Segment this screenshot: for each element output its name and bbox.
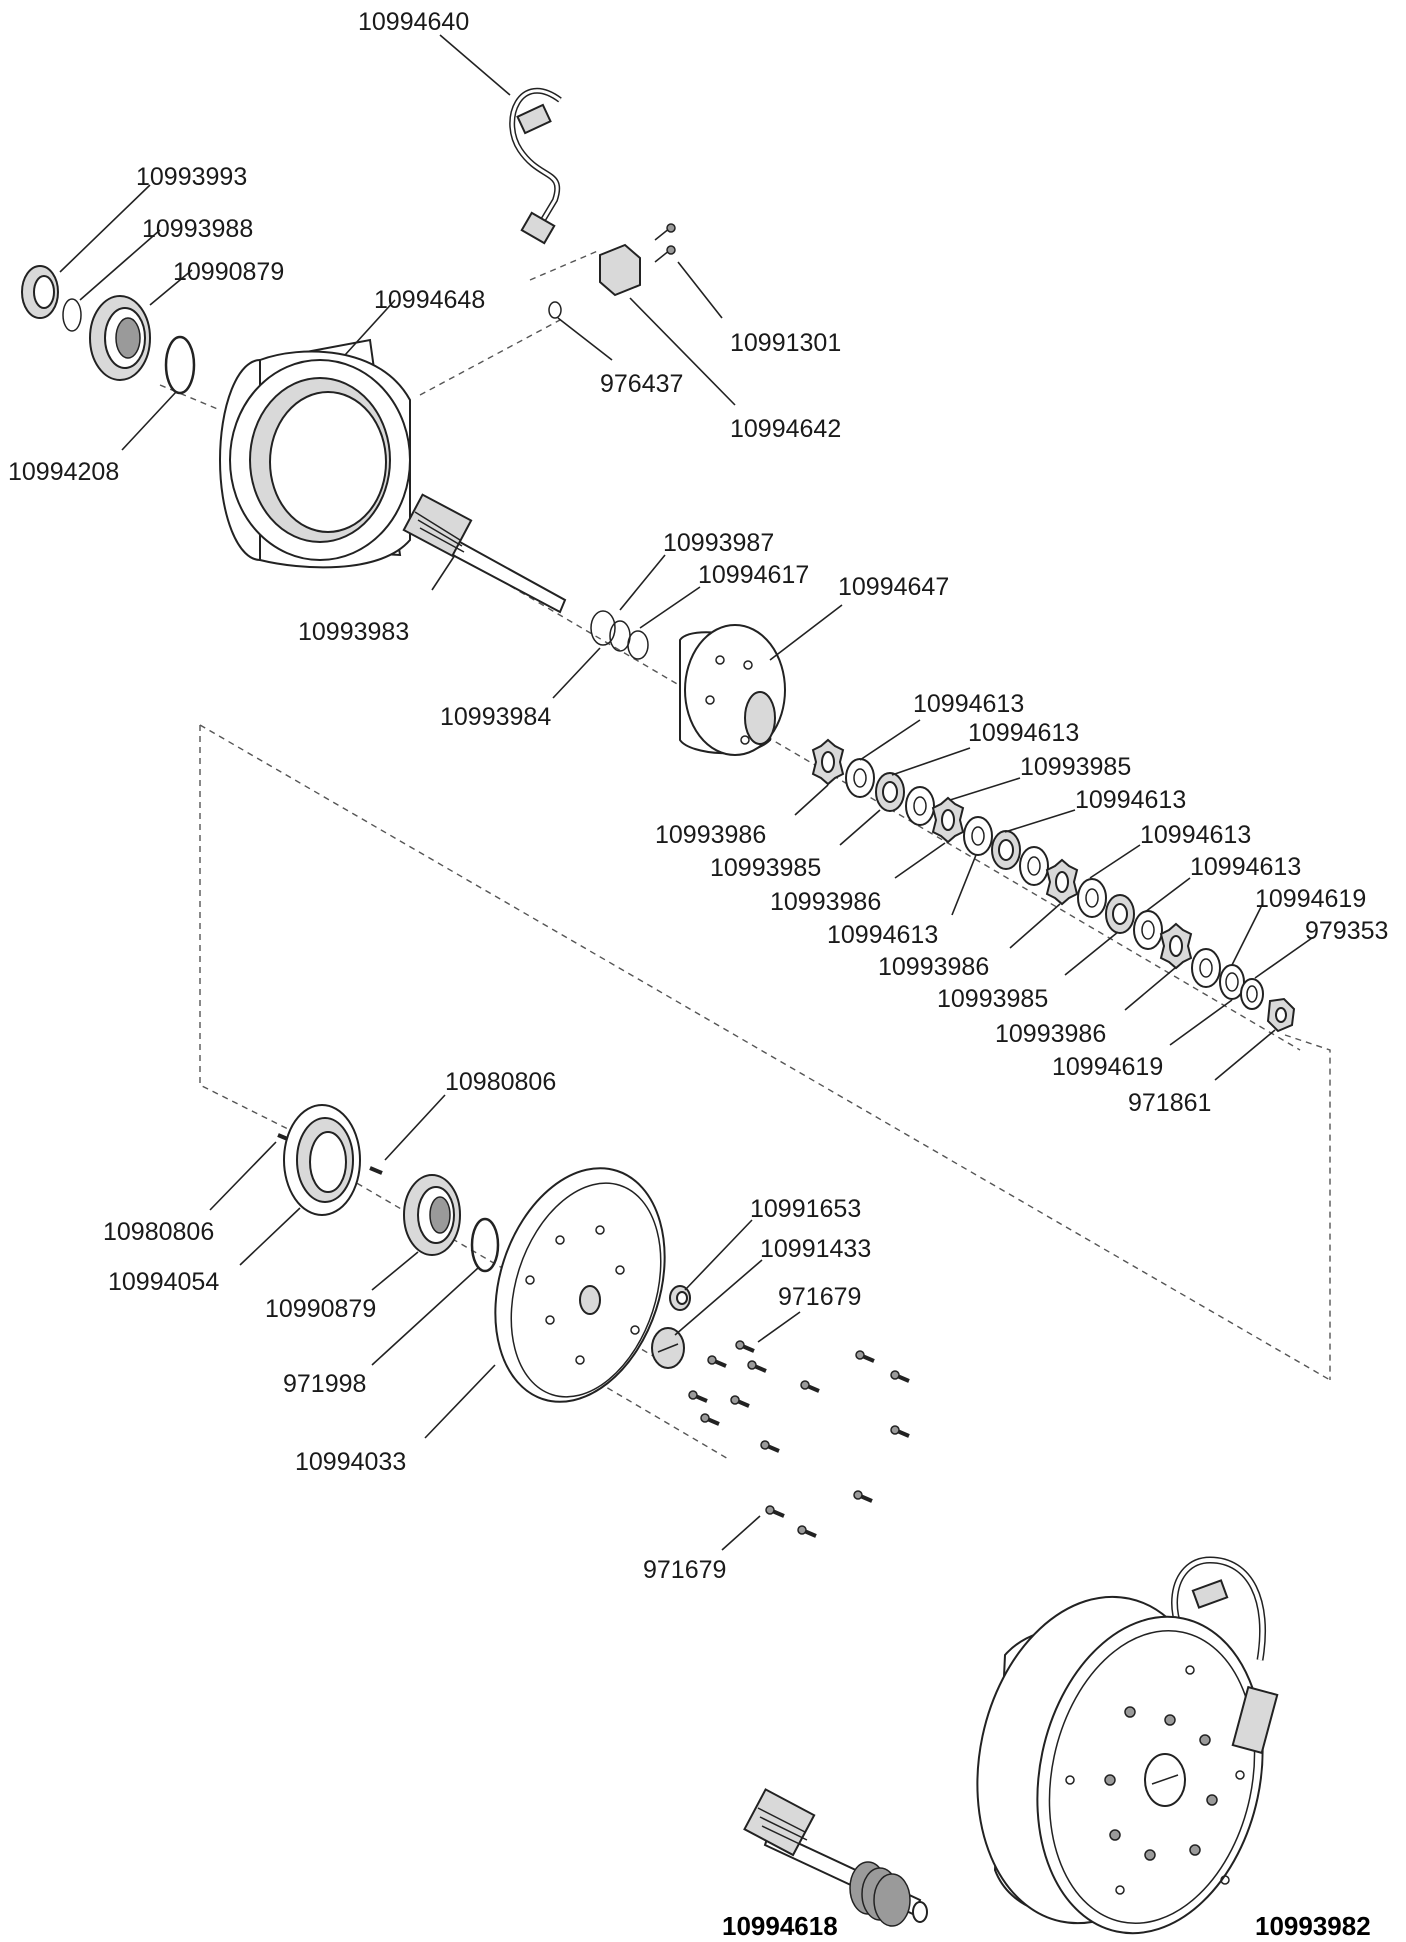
label-10994613-a: 10994613 xyxy=(913,690,1024,718)
label-10994647: 10994647 xyxy=(838,573,949,601)
flange-10994054 xyxy=(283,1104,361,1216)
label-10993987: 10993987 xyxy=(663,529,774,557)
cap-10991433 xyxy=(651,1327,685,1369)
label-10994619-a: 10994619 xyxy=(1255,885,1366,913)
label-971679-top: 971679 xyxy=(778,1283,861,1311)
part-labels: 10994640 10993993 10993988 10990879 1099… xyxy=(8,8,1388,1584)
assembled-unit-10993982 xyxy=(976,1556,1279,1935)
assembly-label-10994618: 10994618 xyxy=(722,1911,838,1941)
label-10993983: 10993983 xyxy=(298,618,409,646)
nut-10991653 xyxy=(669,1285,691,1311)
label-10990879-bottom: 10990879 xyxy=(265,1295,376,1323)
label-10980806-top: 10980806 xyxy=(445,1068,556,1096)
terminal-block-part xyxy=(599,223,676,297)
assembly-label-10993982: 10993982 xyxy=(1255,1911,1371,1941)
label-10994619-b: 10994619 xyxy=(1052,1053,1163,1081)
label-10994613-f: 10994613 xyxy=(827,921,938,949)
leader-lines xyxy=(59,34,1313,1551)
label-10991301: 10991301 xyxy=(730,329,841,357)
label-10993986-b: 10993986 xyxy=(770,888,881,916)
assembly-labels: 10994618 10993982 xyxy=(722,1911,1371,1941)
bearing-10990879-bottom xyxy=(403,1174,461,1256)
label-10993986-a: 10993986 xyxy=(655,821,766,849)
seal-10993993 xyxy=(21,265,59,319)
label-10980806-left: 10980806 xyxy=(103,1218,214,1246)
housing-10994648 xyxy=(219,338,411,569)
shaft-10993983 xyxy=(402,493,567,614)
screws-971679 xyxy=(688,1340,910,1538)
label-10994613-e: 10994613 xyxy=(1190,853,1301,881)
label-971861: 971861 xyxy=(1128,1089,1211,1117)
label-971679-bottom: 971679 xyxy=(643,1556,726,1584)
label-10990879-top: 10990879 xyxy=(173,258,284,286)
washer-10993984 xyxy=(590,610,616,646)
label-10994208: 10994208 xyxy=(8,458,119,486)
snap-ring-971998 xyxy=(470,1217,500,1273)
hub-10994647 xyxy=(679,624,786,756)
label-10994054: 10994054 xyxy=(108,1268,219,1296)
disc-stack xyxy=(811,738,1296,1033)
end-plate-10994033 xyxy=(494,1167,666,1403)
label-10993985-b: 10993985 xyxy=(710,854,821,882)
label-10991653: 10991653 xyxy=(750,1195,861,1223)
label-10993985-c: 10993985 xyxy=(937,985,1048,1013)
washer-10994617 xyxy=(627,630,649,660)
label-10994642: 10994642 xyxy=(730,415,841,443)
label-10993993: 10993993 xyxy=(136,163,247,191)
label-10991433: 10991433 xyxy=(760,1235,871,1263)
label-10994648: 10994648 xyxy=(374,286,485,314)
label-10994613-d: 10994613 xyxy=(1140,821,1251,849)
small-oring-976437 xyxy=(548,301,562,319)
snap-ring-10994208 xyxy=(164,335,196,395)
label-976437: 976437 xyxy=(600,370,683,398)
label-10994617: 10994617 xyxy=(698,561,809,589)
assembled-shaft-10994618 xyxy=(743,1788,928,1927)
label-10994613-c: 10994613 xyxy=(1075,786,1186,814)
label-10994033: 10994033 xyxy=(295,1448,406,1476)
label-10993985-a: 10993985 xyxy=(1020,753,1131,781)
label-10994640: 10994640 xyxy=(358,8,469,36)
ring-10993988 xyxy=(62,298,82,332)
label-10993986-c: 10993986 xyxy=(878,953,989,981)
label-979353: 979353 xyxy=(1305,917,1388,945)
label-10993984: 10993984 xyxy=(440,703,551,731)
label-971998: 971998 xyxy=(283,1370,366,1398)
bearing-10990879-top xyxy=(89,295,151,381)
label-10994613-b: 10994613 xyxy=(968,719,1079,747)
pin-10980806-right xyxy=(369,1166,383,1175)
label-10993988: 10993988 xyxy=(142,215,253,243)
label-10993986-d: 10993986 xyxy=(995,1020,1106,1048)
cable-sensor-part xyxy=(509,87,562,245)
